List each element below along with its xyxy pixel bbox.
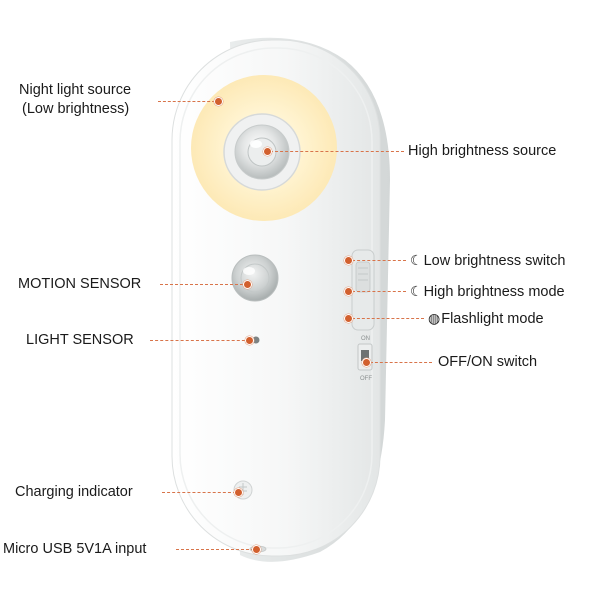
leader-usb <box>176 549 254 550</box>
dot-motion-sensor <box>243 280 252 289</box>
label-low-brightness-switch: ☾Low brightness switch <box>410 251 565 271</box>
flashlight-icon: ◍ <box>428 310 441 326</box>
label-low-brightness-switch-text: Low brightness switch <box>423 253 566 269</box>
label-charging-indicator: Charging indicator <box>15 484 133 500</box>
label-night-light-line2: (Low brightness) <box>22 101 130 117</box>
label-night-light: Night light source (Low brightness) <box>19 81 131 119</box>
dot-usb <box>252 545 261 554</box>
leader-charging <box>162 492 236 493</box>
light-sensor-hole <box>252 336 260 344</box>
dot-flashlight <box>344 314 353 323</box>
leader-flashlight <box>352 318 424 319</box>
label-usb-input: Micro USB 5V1A input <box>3 541 147 557</box>
leader-light-sensor <box>150 340 250 341</box>
label-high-brightness-source: High brightness source <box>408 143 557 159</box>
dot-high-brightness <box>263 147 272 156</box>
leader-off-on <box>370 362 432 363</box>
leader-high-mode <box>352 291 406 292</box>
leader-motion-sensor <box>160 284 248 285</box>
leader-high-brightness <box>270 151 404 152</box>
label-high-brightness-mode: ☾High brightness mode <box>410 282 565 302</box>
crescent-outline-icon: ☾ <box>410 252 423 268</box>
label-flashlight-mode: ◍Flashlight mode <box>428 309 544 329</box>
label-high-brightness-mode-text: High brightness mode <box>423 284 565 300</box>
leader-night-light <box>158 101 220 102</box>
switch-on-text: ON <box>361 336 370 342</box>
switch-off-text: OFF <box>360 376 372 382</box>
dot-off-on <box>362 358 371 367</box>
label-off-on-switch: OFF/ON switch <box>438 354 538 370</box>
crescent-filled-icon: ☾ <box>410 283 423 299</box>
label-light-sensor: LIGHT SENSOR <box>26 332 134 348</box>
motion-sensor-dome <box>231 254 279 302</box>
label-motion-sensor: MOTION SENSOR <box>18 276 142 292</box>
leader-low-switch <box>352 260 406 261</box>
label-flashlight-mode-text: Flashlight mode <box>441 311 544 327</box>
dot-night-light <box>214 97 223 106</box>
dot-charging <box>234 488 243 497</box>
dot-low-switch <box>344 256 353 265</box>
dot-high-mode <box>344 287 353 296</box>
label-night-light-line1: Night light source <box>19 82 132 98</box>
dot-light-sensor <box>245 336 254 345</box>
